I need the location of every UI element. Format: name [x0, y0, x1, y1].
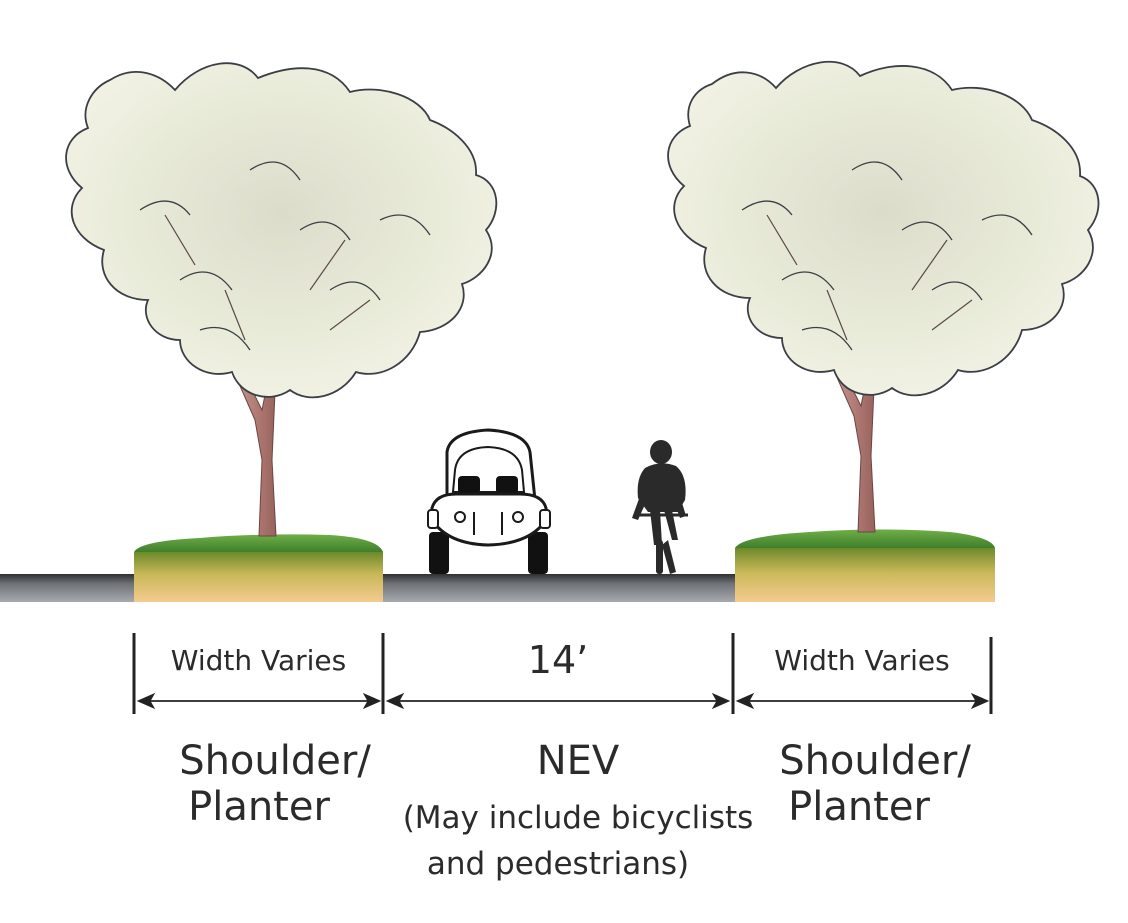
bicyclist-icon — [632, 440, 688, 574]
left-planter — [134, 534, 383, 602]
tree-icon — [667, 61, 1100, 533]
right-zone-name: Shoulder/ Planter — [740, 738, 1010, 830]
left-zone-name-line2: Planter — [188, 784, 330, 830]
right-zone-name-line1: Shoulder/ — [779, 738, 971, 784]
left-zone-name-line1: Shoulder/ — [179, 738, 371, 784]
tree-icon — [65, 62, 498, 537]
nev-zone-description-line1: (May include bicyclists — [402, 800, 754, 836]
nev-vehicle-icon — [427, 428, 551, 574]
nev-zone-name: NEV — [536, 738, 620, 784]
road-left-edge — [0, 574, 134, 602]
nev-width-label: 14’ — [527, 638, 589, 682]
left-width-label: Width Varies — [170, 644, 347, 677]
right-planter — [735, 529, 995, 602]
nev-zone-description: (May include bicyclists and pedestrians) — [383, 795, 773, 887]
nev-zone-description-line2: and pedestrians) — [426, 846, 690, 882]
nev-lane-road — [383, 574, 735, 602]
right-width-label: Width Varies — [774, 644, 950, 677]
dimension-lines — [132, 633, 993, 714]
right-zone-name-line2: Planter — [788, 784, 930, 830]
left-zone-name: Shoulder/ Planter — [140, 738, 410, 830]
